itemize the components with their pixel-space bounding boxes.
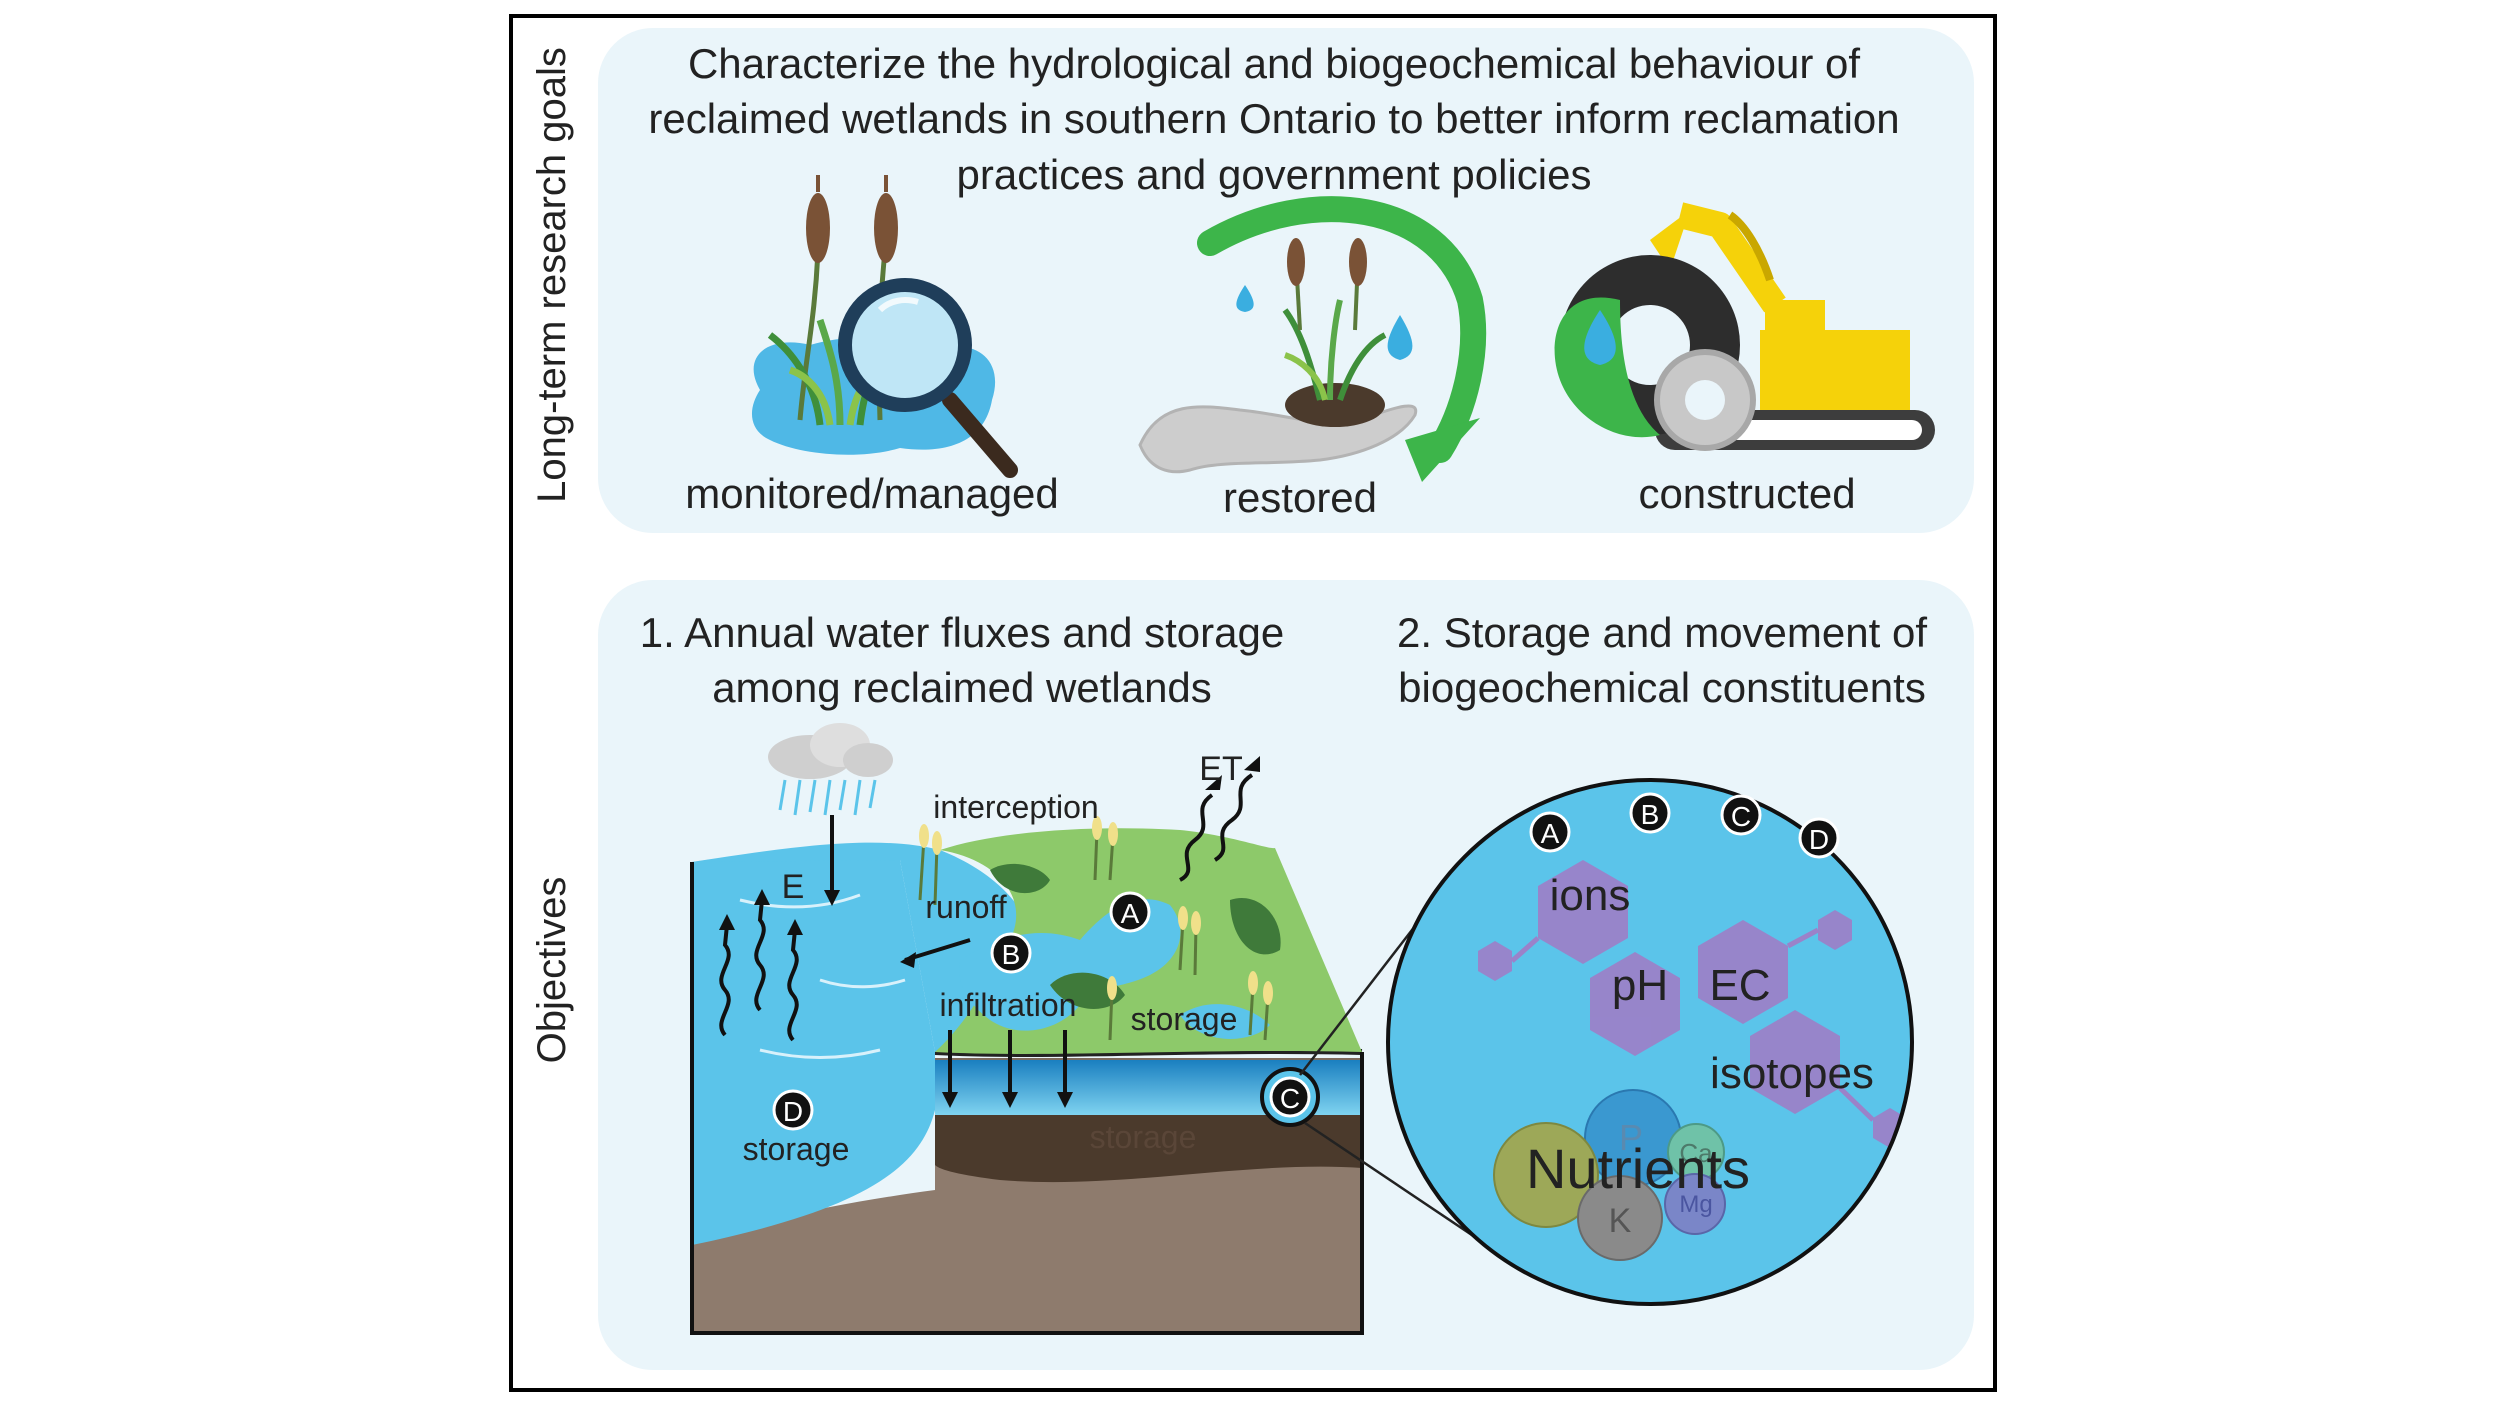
evaporation-arrows: [719, 899, 799, 1042]
marker-d-label: D: [783, 1096, 803, 1127]
circle-marker-a: A: [1529, 811, 1571, 853]
marker-a: A: [1109, 891, 1151, 933]
runoff-label: runoff: [925, 889, 1006, 925]
surface-storage-label: storage: [1131, 1001, 1238, 1037]
objective-1-line-2: among reclaimed wetlands: [712, 664, 1212, 711]
evaporation-arrowhead: [787, 919, 803, 935]
et-arrowhead: [1244, 756, 1260, 772]
k-label: K: [1609, 1202, 1632, 1240]
infiltration-arrowhead: [942, 1092, 958, 1108]
isotopes-label: isotopes: [1710, 1049, 1874, 1098]
wetland-type-label-restored: restored: [1223, 474, 1377, 521]
evaporation-label: E: [782, 868, 805, 906]
marker-d: D: [772, 1089, 814, 1131]
objective-1-line-1: 1. Annual water fluxes and storage: [640, 609, 1284, 656]
constituents-zoom-circle: [1386, 778, 1914, 1306]
circle-marker-a-label: A: [1541, 818, 1560, 849]
circle-marker-c-label: C: [1731, 801, 1751, 832]
goal-line-3: practices and government policies: [956, 151, 1591, 198]
infiltration-arrowhead: [1002, 1092, 1018, 1108]
ground-storage-label: storage: [1090, 1119, 1197, 1155]
infiltration-arrowhead: [1057, 1092, 1073, 1108]
marker-b: B: [990, 932, 1032, 974]
wetland-type-label-constructed: constructed: [1638, 470, 1855, 517]
marker-a-label: A: [1121, 898, 1140, 929]
objective-2-line-1: 2. Storage and movement of: [1397, 609, 1927, 656]
cattail-plants: [918, 816, 1273, 1041]
marker-c: C: [1260, 1067, 1320, 1127]
ca-label: Ca: [1679, 1138, 1713, 1168]
precipitation-arrow: [824, 815, 840, 906]
infiltration-label: infiltration: [940, 987, 1077, 1023]
circle-marker-b-label: B: [1641, 799, 1660, 830]
ph-label: pH: [1612, 961, 1668, 1010]
circle-marker-d-label: D: [1809, 824, 1829, 855]
et-label: ET: [1199, 750, 1242, 788]
restored-wetland-icon: [1138, 196, 1487, 482]
monitored-wetland-icon: [751, 175, 1018, 478]
wetland-type-label-monitored: monitored/managed: [685, 470, 1059, 517]
ec-label: EC: [1709, 961, 1770, 1010]
side-label-goals: Long-term research goals: [530, 47, 574, 503]
circle-marker-b: B: [1629, 792, 1671, 834]
goal-line-1: Characterize the hydrological and biogeo…: [688, 40, 1860, 87]
marker-c-label: C: [1280, 1083, 1300, 1114]
circle-marker-d: D: [1798, 817, 1840, 859]
evaporation-arrowhead: [754, 889, 770, 905]
wetland-cross-section: [690, 828, 1364, 1335]
infiltration-arrows: [948, 1030, 1067, 1095]
objective-2-line-2: biogeochemical constituents: [1398, 664, 1926, 711]
ions-label: ions: [1550, 871, 1631, 920]
nutrients-label: Nutrients: [1526, 1137, 1750, 1200]
side-label-objectives: Objectives: [530, 877, 574, 1064]
marker-b-label: B: [1002, 939, 1021, 970]
mg-label: Mg: [1679, 1191, 1712, 1218]
et-arrows: [1178, 773, 1254, 882]
et-arrowhead: [1205, 775, 1222, 790]
evaporation-arrowhead: [719, 914, 735, 930]
constructed-wetland-icon: [1554, 202, 1935, 451]
interception-label: interception: [933, 789, 1098, 825]
rain-cloud-icon: [768, 723, 893, 816]
goal-line-2: reclaimed wetlands in southern Ontario t…: [648, 95, 1899, 142]
circle-marker-c: C: [1720, 794, 1762, 836]
pond-storage-label: storage: [743, 1131, 850, 1167]
runoff-arrow: [900, 938, 971, 968]
p-label: P: [1619, 1117, 1643, 1158]
